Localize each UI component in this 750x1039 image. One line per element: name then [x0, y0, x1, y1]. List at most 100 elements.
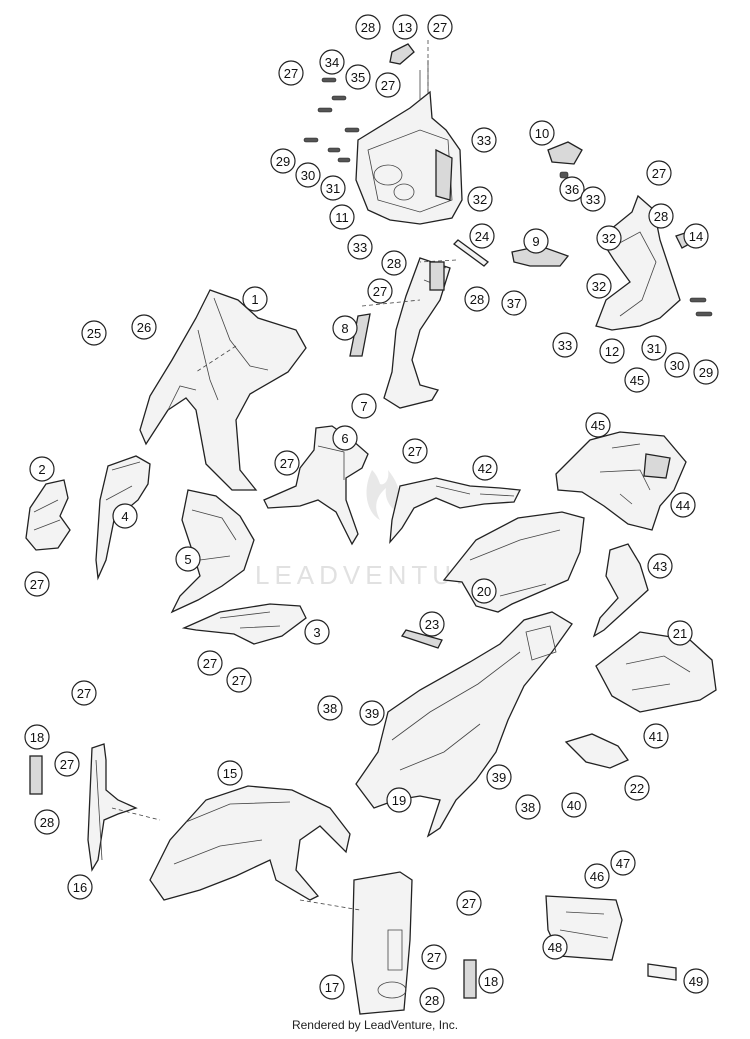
part-8-spacer	[349, 313, 371, 357]
callout-number: 28	[470, 292, 484, 307]
callout-number: 49	[689, 974, 703, 989]
callout-number: 39	[365, 706, 379, 721]
callout-circle	[467, 186, 493, 212]
callout-number: 17	[325, 980, 339, 995]
callout-27: 27	[367, 278, 393, 304]
part-15-front-fender	[149, 785, 351, 901]
part-7-support-strut	[383, 257, 451, 409]
callout-41: 41	[643, 723, 669, 749]
callout-11: 11	[329, 204, 355, 230]
callout-29: 29	[270, 148, 296, 174]
callout-circle	[355, 14, 381, 40]
callout-number: 27	[427, 950, 441, 965]
callout-number: 36	[565, 182, 579, 197]
part-49-plate	[647, 963, 677, 981]
callout-number: 16	[73, 880, 87, 895]
part-10-clip	[547, 141, 583, 179]
callout-38: 38	[317, 695, 343, 721]
callout-30: 30	[295, 162, 321, 188]
callout-circle	[319, 49, 345, 75]
callout-circle	[242, 286, 268, 312]
callout-number: 28	[387, 256, 401, 271]
callout-number: 30	[670, 358, 684, 373]
part-6-bracket	[263, 425, 369, 546]
callout-number: 6	[341, 431, 348, 446]
callout-number: 33	[477, 133, 491, 148]
callout-circle	[529, 120, 555, 146]
part-44-rear-carrier	[555, 431, 687, 531]
callout-circle	[81, 320, 107, 346]
callout-number: 38	[521, 800, 535, 815]
callout-circle	[345, 64, 371, 90]
callout-28: 28	[355, 14, 381, 40]
callout-circle	[359, 700, 385, 726]
callout-number: 27	[203, 656, 217, 671]
callout-circle	[329, 204, 355, 230]
callout-number: 19	[392, 793, 406, 808]
callout-number: 41	[649, 729, 663, 744]
callout-circle	[523, 228, 549, 254]
callout-45: 45	[585, 412, 611, 438]
callout-27: 27	[646, 160, 672, 186]
callout-27: 27	[226, 667, 252, 693]
callout-number: 28	[40, 815, 54, 830]
callout-24: 24	[469, 223, 495, 249]
callout-circle	[641, 335, 667, 361]
part-43-bracket	[592, 543, 649, 638]
callout-number: 2	[38, 462, 45, 477]
callout-number: 31	[326, 181, 340, 196]
callout-number: 42	[478, 461, 492, 476]
callout-circle	[367, 278, 393, 304]
callout-circle	[683, 968, 709, 994]
callout-27: 27	[54, 751, 80, 777]
callout-circle	[471, 578, 497, 604]
callout-27: 27	[421, 944, 447, 970]
callout-circle	[643, 723, 669, 749]
callout-circle	[648, 203, 674, 229]
callout-number: 32	[473, 192, 487, 207]
part-24-pin	[453, 239, 489, 267]
callout-circle	[624, 775, 650, 801]
callout-circle	[347, 234, 373, 260]
callout-circle	[610, 850, 636, 876]
callout-number: 1	[251, 292, 258, 307]
callout-circle	[351, 393, 377, 419]
callout-number: 48	[548, 940, 562, 955]
callout-31: 31	[641, 335, 667, 361]
callout-32: 32	[596, 225, 622, 251]
callout-circle	[599, 338, 625, 364]
callout-10: 10	[529, 120, 555, 146]
callout-number: 27	[77, 686, 91, 701]
callout-number: 22	[630, 781, 644, 796]
callout-32: 32	[467, 186, 493, 212]
callout-22: 22	[624, 775, 650, 801]
callout-17: 17	[319, 974, 345, 1000]
callout-number: 13	[398, 20, 412, 35]
callout-27: 27	[456, 890, 482, 916]
part-19-rear-fender	[355, 611, 573, 838]
callout-4: 4	[112, 503, 138, 529]
callout-circle	[112, 503, 138, 529]
callout-number: 32	[602, 231, 616, 246]
callout-27: 27	[402, 438, 428, 464]
callout-circle	[317, 695, 343, 721]
callout-circle	[270, 148, 296, 174]
bolt-set-upper-left	[303, 77, 360, 163]
callout-circle	[67, 874, 93, 900]
callout-circle	[392, 14, 418, 40]
callout-circle	[469, 223, 495, 249]
callout-16: 16	[67, 874, 93, 900]
part-21-tail-bracket	[595, 631, 717, 713]
callout-number: 37	[507, 296, 521, 311]
callout-18: 18	[24, 724, 50, 750]
callout-number: 8	[341, 321, 348, 336]
callout-47: 47	[610, 850, 636, 876]
callout-number: 34	[325, 55, 339, 70]
callout-33: 33	[580, 186, 606, 212]
callout-number: 39	[492, 770, 506, 785]
callout-number: 14	[689, 229, 703, 244]
callout-number: 33	[586, 192, 600, 207]
callout-33: 33	[552, 332, 578, 358]
callout-number: 27	[652, 166, 666, 181]
